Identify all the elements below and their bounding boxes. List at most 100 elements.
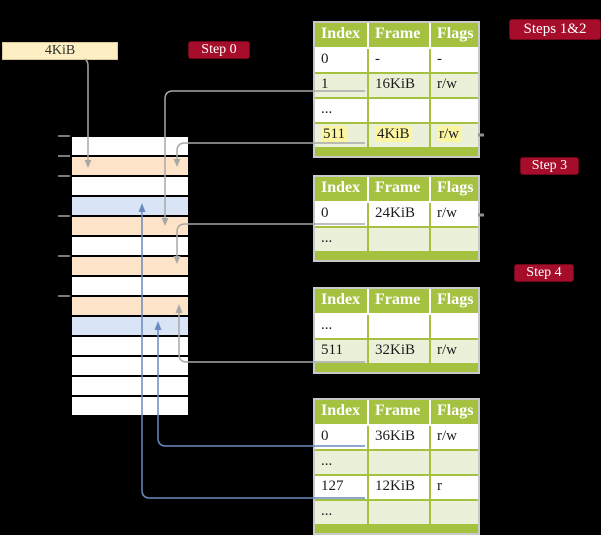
table-cell: r/w: [431, 124, 478, 147]
table-row: 0 36KiB r/w: [315, 426, 478, 451]
table-header-cell: Index: [315, 289, 369, 313]
table-cell: r/w: [431, 426, 478, 449]
table-row: 127 12KiB r: [315, 476, 478, 501]
table-cell: -: [431, 49, 478, 72]
table-header-cell: Flags: [437, 402, 474, 419]
table-header-cell: Flags: [437, 291, 474, 308]
memory-tick: [58, 255, 70, 257]
cell-value: r: [437, 478, 442, 494]
table-header-cell: Flags: [437, 25, 474, 42]
table-cell: 16KiB: [369, 74, 431, 97]
badge-step-3-label: Step 3: [531, 158, 568, 173]
memory-tick: [58, 175, 70, 177]
memory-row-14: [72, 397, 188, 415]
memory-row-1: [72, 137, 188, 155]
table-bottom-bar: [315, 149, 478, 156]
cell-value: ...: [321, 503, 333, 519]
table-cell: ...: [315, 228, 369, 251]
memory-tick: [58, 135, 70, 137]
table-header-cell: Flags: [437, 179, 474, 196]
table-cell: r/w: [431, 203, 478, 226]
memory-tick: [58, 215, 70, 217]
table-cell: [369, 228, 431, 251]
table-cell: 127: [315, 476, 369, 499]
cell-value: 16KiB: [375, 76, 416, 92]
memory-row-8: [72, 277, 188, 295]
table-cell: 32KiB: [369, 340, 431, 363]
cell-value: ...: [321, 230, 333, 246]
cell-value: 36KiB: [375, 428, 416, 444]
cell-value: r/w: [437, 342, 457, 358]
table-cell: 0: [315, 426, 369, 449]
table-header-cell: Index: [315, 23, 369, 47]
memory-row-2: [72, 157, 188, 175]
cell-value: 32KiB: [375, 342, 416, 358]
table-bottom-bar: [315, 253, 478, 260]
badge-step-3: Step 3: [520, 157, 579, 175]
table-cell: 24KiB: [369, 203, 431, 226]
badge-step-0-label: Step 0: [201, 42, 237, 57]
memory-row-4: [72, 197, 188, 215]
memory-row-7: [72, 257, 188, 275]
memory-row-10: [72, 317, 188, 335]
memory-row-11: [72, 337, 188, 355]
table-header-cell: Frame: [369, 177, 431, 201]
cell-value: 511: [321, 342, 343, 358]
table-cell: 4KiB: [369, 124, 431, 147]
table-cell: [431, 451, 478, 474]
table-cell: ...: [315, 451, 369, 474]
cell-value: 511: [321, 126, 347, 142]
cell-value: r/w: [437, 428, 457, 444]
table-header-cell: Frame: [369, 289, 431, 313]
table-cell: [369, 501, 431, 524]
cell-value: r/w: [437, 205, 457, 221]
cell-value: 1: [321, 76, 329, 92]
table-header-cell: Index: [315, 177, 369, 201]
memory-row-12: [72, 357, 188, 375]
cell-value: 4KiB: [375, 126, 412, 142]
badge-step-0: Step 0: [188, 41, 250, 59]
table-cell: 1: [315, 74, 369, 97]
table-row: ...: [315, 99, 478, 124]
table-cell: ...: [315, 99, 369, 122]
cell-value: 0: [321, 428, 329, 444]
memory-row-9: [72, 297, 188, 315]
table-row: 0 24KiB r/w: [315, 203, 478, 228]
table-cell: 511: [315, 124, 369, 147]
table-row: ...: [315, 501, 478, 526]
cell-value: r/w: [437, 126, 461, 142]
table-header-cell: Index: [315, 400, 369, 424]
table-cell: r/w: [431, 74, 478, 97]
table-row: 1 16KiB r/w: [315, 74, 478, 99]
table-row: ...: [315, 228, 478, 253]
memory-row-3: [72, 177, 188, 195]
memory-row-13: [72, 377, 188, 395]
cell-value: r/w: [437, 76, 457, 92]
table-row: 511 32KiB r/w: [315, 340, 478, 365]
memory-row-6: [72, 237, 188, 255]
cell-value: ...: [321, 101, 333, 117]
cell-value: ...: [321, 317, 333, 333]
cell-value: 24KiB: [375, 205, 416, 221]
table-cell: -: [369, 49, 431, 72]
badge-step-4: Step 4: [514, 264, 574, 282]
table-cell: 0: [315, 203, 369, 226]
physical-memory-stack: [72, 137, 188, 417]
table-bottom-bar: [315, 526, 478, 533]
table-row: ...: [315, 451, 478, 476]
table-header-cell: Frame: [369, 400, 431, 424]
cell-value: 0: [321, 51, 329, 67]
table-cell: 0: [315, 49, 369, 72]
cell-value: 12KiB: [375, 478, 416, 494]
table-cell: [369, 99, 431, 122]
badge-step-4-label: Step 4: [526, 265, 562, 280]
table-row: 511 4KiB r/w: [315, 124, 478, 149]
